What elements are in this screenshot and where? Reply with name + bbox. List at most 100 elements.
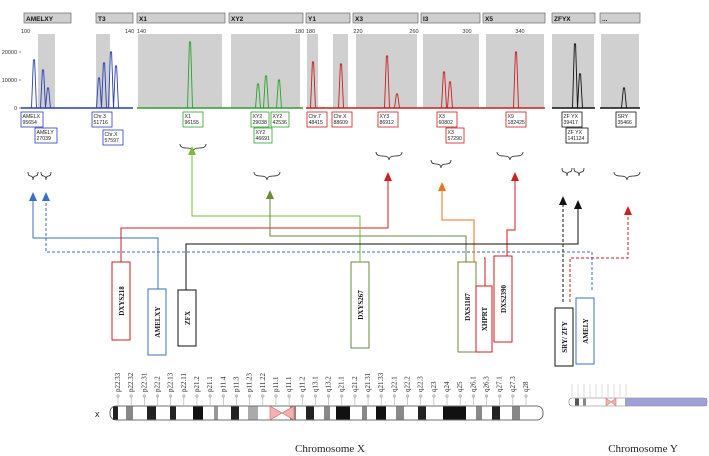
marker-name: SRY/ ZFY: [561, 321, 569, 352]
peak: [255, 83, 261, 109]
allele-label-text: 42536: [273, 120, 288, 126]
y-centromere: [605, 397, 612, 407]
peak: [394, 93, 400, 109]
allele-label-box: [91, 111, 113, 128]
band-pin-head: [300, 394, 304, 398]
band-label: q21.33: [377, 372, 385, 392]
chromosome-band: [248, 406, 258, 420]
panel-header: [420, 12, 481, 24]
bin-band: [601, 34, 639, 108]
chromosome-x-title: Chromosome X: [295, 443, 365, 455]
panel-header-label: Y1: [308, 16, 316, 23]
band-pin-head: [498, 394, 502, 398]
marker-box: [475, 285, 493, 353]
allele-label-text: 29038: [253, 120, 268, 126]
allele-label-text: 182425: [508, 120, 525, 126]
allele-label-box: [253, 127, 273, 144]
panel-header: [23, 12, 72, 24]
allele-label-box: [377, 111, 399, 128]
panel-header-label: I3: [423, 16, 429, 23]
y-tick: 10000: [2, 78, 17, 84]
allele-label-text: X1: [185, 114, 191, 120]
chromosome-band: [492, 406, 500, 420]
bin-band: [38, 34, 55, 108]
band-label: q26.1: [469, 376, 477, 392]
peak: [40, 69, 46, 109]
allele-label-text: 48415: [309, 120, 324, 126]
band-pin-head: [419, 394, 423, 398]
band-pin-head: [182, 394, 186, 398]
y-tick: 20000: [2, 50, 17, 56]
allele-label-box: [565, 127, 589, 144]
dxys218-connector: [120, 180, 389, 262]
allele-label-box: [445, 127, 465, 144]
allele-label-text: XY2: [256, 130, 266, 136]
peak: [276, 79, 282, 109]
panel-header: [482, 12, 546, 24]
chromosome-band: [376, 406, 386, 420]
allele-label-text: XY2: [273, 114, 283, 120]
bin-band: [356, 34, 417, 108]
allele-label-text: XY3: [380, 114, 390, 120]
panel-header-label: X3: [355, 16, 363, 23]
allele-brace: [613, 171, 641, 181]
marker-amelxy: AMELXY: [147, 288, 167, 356]
band-label: p21.1: [206, 376, 214, 392]
chromosome-y-heterochromatin: [625, 398, 707, 406]
band-label: q23: [430, 381, 438, 392]
peak: [263, 75, 269, 109]
band-pin-head: [221, 394, 225, 398]
band-pin-head: [484, 394, 489, 398]
orange-arrow: [438, 182, 446, 191]
band-label: p11.3: [232, 376, 240, 392]
sry-arrow: [559, 196, 567, 205]
band-label: q27.1: [496, 376, 504, 392]
allele-label-text: 57290: [448, 136, 463, 142]
allele-label-box: [102, 129, 124, 146]
allele-brace: [253, 171, 281, 181]
marker-zfx: ZFX: [177, 289, 197, 347]
dxys218-arrow: [384, 172, 392, 181]
chromosome-band: [336, 406, 350, 420]
allele-label-text: XY2: [253, 114, 263, 120]
allele-brace: [430, 159, 452, 169]
band-pin-head: [326, 394, 331, 398]
chromosome-band: [476, 406, 482, 420]
marker-name: DXS1187: [464, 293, 472, 321]
allele-label-text: 86912: [380, 120, 395, 126]
panel-header-label: XY2: [231, 16, 244, 23]
chromosome-y-band: [583, 398, 586, 406]
chromosome-band: [113, 406, 118, 420]
amelx-arrow: [29, 192, 37, 201]
x-tick: 300: [462, 29, 471, 35]
allele-label-text: 27039: [37, 136, 52, 142]
peak: [101, 62, 107, 109]
panel-header-label: AMELXY: [26, 16, 54, 23]
panel-header: [551, 12, 596, 24]
amely-arrow: [42, 192, 50, 201]
bin-band: [423, 34, 479, 108]
allele-label-text: AMELX: [23, 114, 41, 120]
band-pin-head: [458, 394, 462, 398]
chromosome-y-title: Chromosome Y: [608, 443, 678, 455]
band-pin-head: [155, 394, 160, 398]
marker-dxys218: DXYS218: [111, 261, 131, 341]
y-centromere: [610, 397, 617, 407]
marker-name: DXYS267: [357, 290, 365, 320]
chromosome-y: [568, 384, 708, 407]
chromosome-band: [396, 406, 404, 420]
red-dashed-connector: [569, 214, 629, 302]
band-label: q21.1: [338, 376, 346, 392]
band-pin-head: [313, 394, 318, 398]
chromosome-band: [193, 406, 203, 420]
band-pin-head: [169, 394, 173, 398]
marker-box: [554, 307, 574, 367]
band-pin-head: [471, 394, 475, 398]
allele-label-text: SRY: [618, 114, 629, 120]
band-pin-head: [379, 394, 383, 398]
chromosome-band: [512, 406, 520, 420]
panel-header: [136, 12, 226, 24]
